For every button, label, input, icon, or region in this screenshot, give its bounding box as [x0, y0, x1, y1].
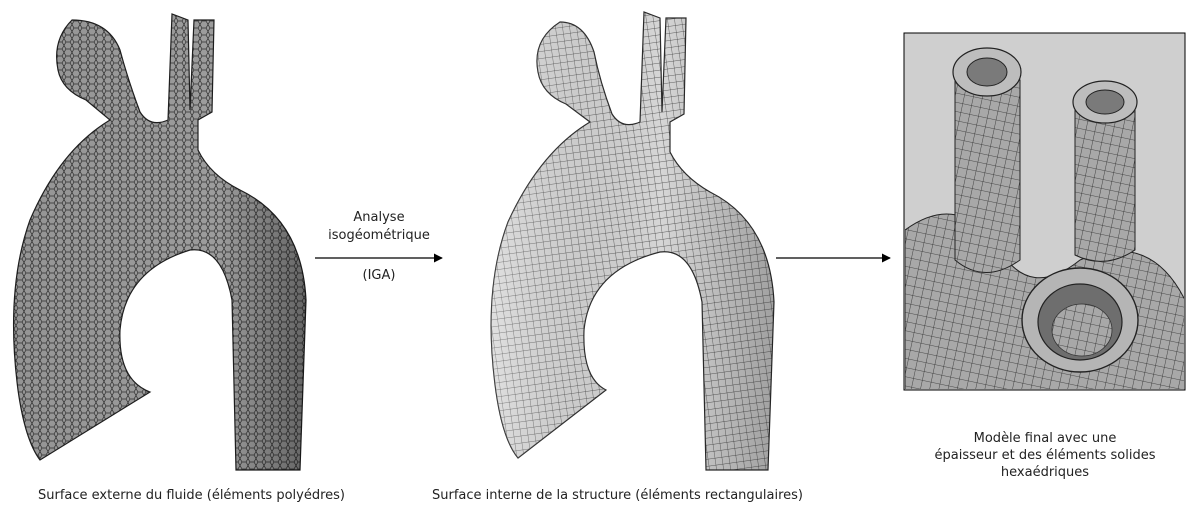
arrow-label-mid: isogéométrique [320, 228, 438, 243]
caption-final-line-3: hexaédriques [905, 464, 1185, 481]
caption-final-model: Modèle final avec une épaisseur et des é… [905, 430, 1185, 481]
arrow-label-top: Analyse [320, 210, 438, 225]
fluid-aorta-mesh [14, 14, 306, 470]
caption-final-line-2: épaisseur et des éléments solides [905, 447, 1185, 464]
structure-aorta-mesh [491, 12, 774, 470]
caption-structure-surface: Surface interne de la structure (élément… [432, 488, 803, 503]
caption-final-line-1: Modèle final avec une [905, 430, 1185, 447]
arrow-label-bottom: (IGA) [320, 268, 438, 283]
caption-fluid-surface: Surface externe du fluide (éléments poly… [38, 488, 345, 503]
final-model-closeup [904, 33, 1185, 390]
